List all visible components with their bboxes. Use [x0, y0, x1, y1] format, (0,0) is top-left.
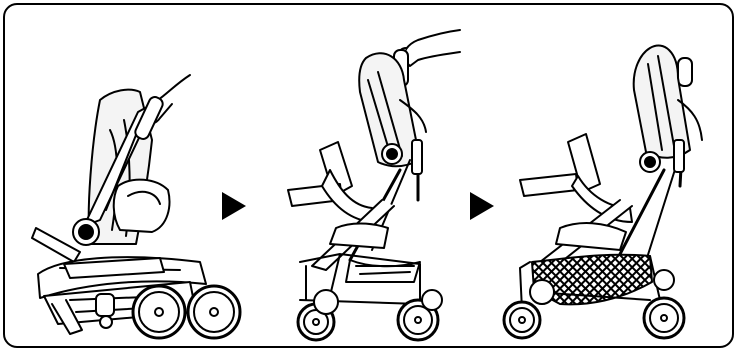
wheel-icon	[421, 289, 443, 311]
step-1-folded-stroller	[31, 74, 242, 340]
wheel-icon	[653, 269, 675, 291]
basket-mesh	[531, 253, 653, 306]
wheel-icon	[131, 284, 187, 340]
wheel-icon	[642, 296, 686, 340]
wheel-icon	[502, 300, 542, 340]
wheel-icon	[313, 289, 339, 315]
right-arrow-icon	[470, 192, 494, 220]
step-2-unfolding-stroller	[287, 29, 461, 342]
wheel-icon	[186, 284, 242, 340]
right-arrow-icon	[222, 192, 246, 220]
step-3-unfolded-stroller	[502, 44, 703, 340]
wheel-icon	[529, 279, 555, 305]
